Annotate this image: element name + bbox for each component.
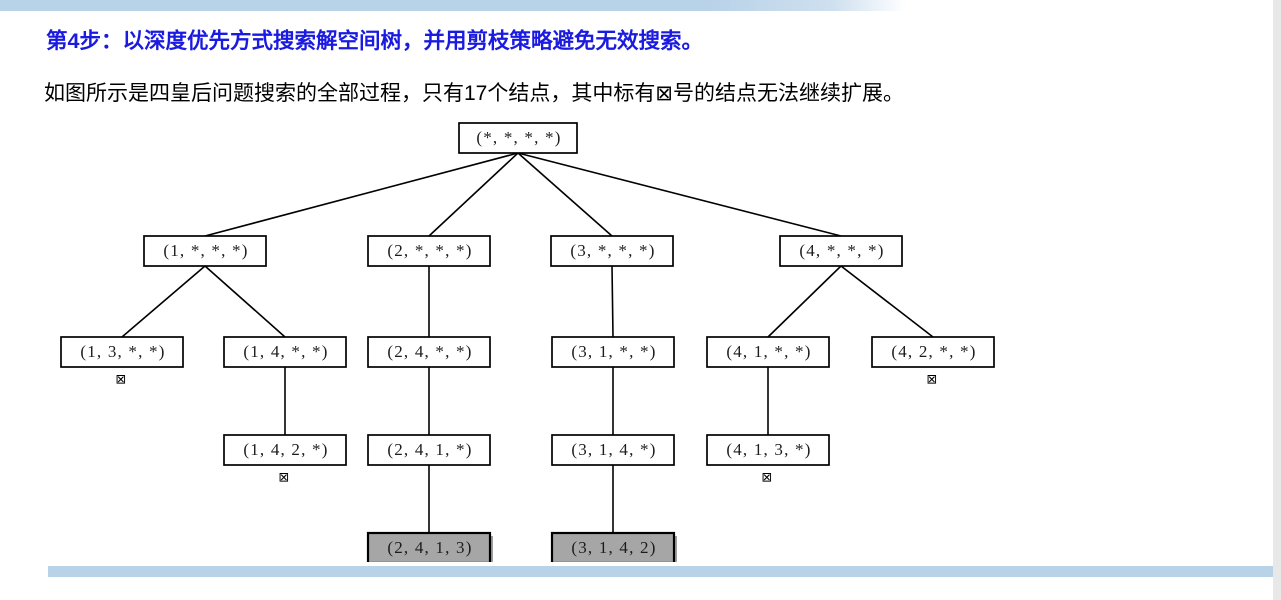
- node-label: (3, *, *, *): [570, 241, 655, 260]
- node-box: [223, 336, 347, 368]
- node-box: [706, 434, 830, 466]
- tree-edges-layer: [121, 152, 934, 533]
- tree-node[interactable]: (*, *, *, *): [458, 122, 578, 154]
- pruned-node-marker-icon: ⊠: [927, 373, 938, 388]
- tree-node-solution[interactable]: (3, 1, 4, 2): [550, 531, 677, 562]
- node-box: [367, 336, 491, 368]
- tree-edge: [121, 265, 206, 338]
- node-label: (3, 1, 4, *): [571, 440, 656, 459]
- tree-diagram-svg: (*, *, *, *) (1, *, *, *) (2, *, *, *) (3, …: [60, 122, 995, 562]
- tree-node[interactable]: (3, 1, *, *): [551, 336, 675, 368]
- window-right-edge-strip: [1273, 0, 1281, 600]
- node-box: [550, 531, 676, 562]
- tree-edge: [840, 265, 934, 338]
- node-box: [143, 235, 267, 267]
- tree-edge: [204, 265, 286, 338]
- tree-node[interactable]: (1, *, *, *): [143, 235, 267, 267]
- slide-top-accent-bar: [0, 0, 906, 11]
- node-box: [367, 235, 491, 267]
- node-label: (1, 4, *, *): [243, 342, 328, 361]
- node-label: (4, *, *, *): [799, 241, 884, 260]
- tree-edge: [517, 152, 842, 237]
- tree-node[interactable]: (2, *, *, *): [367, 235, 491, 267]
- node-label: (3, 1, 4, 2): [571, 538, 656, 557]
- tree-node[interactable]: (2, 4, 1, *): [367, 434, 491, 466]
- tree-node[interactable]: (3, 1, 4, *): [551, 434, 675, 466]
- slide-bottom-accent-bar: [48, 566, 1281, 577]
- node-box: [871, 336, 995, 368]
- node-label: (2, 4, 1, *): [387, 440, 472, 459]
- tree-edge: [517, 152, 613, 237]
- tree-node-pruned[interactable]: (1, 3, *, *) ⊠: [60, 336, 184, 388]
- state-space-tree-figure: (*, *, *, *) (1, *, *, *) (2, *, *, *) (3, …: [0, 112, 1281, 562]
- tree-node[interactable]: (4, 1, *, *): [706, 336, 830, 368]
- tree-node-pruned[interactable]: (1, 4, 2, *) ⊠: [223, 434, 347, 486]
- tree-nodes-layer: (*, *, *, *) (1, *, *, *) (2, *, *, *) (3, …: [60, 122, 995, 562]
- page-title: 第4步：以深度优先方式搜索解空间树，并用剪枝策略避免无效搜索。: [46, 29, 703, 53]
- pruned-node-marker-icon: ⊠: [279, 471, 290, 486]
- node-label: (2, *, *, *): [387, 241, 472, 260]
- pruned-node-marker-icon: ⊠: [116, 373, 127, 388]
- tree-edge: [204, 152, 519, 237]
- tree-node-pruned[interactable]: (4, 2, *, *) ⊠: [871, 336, 995, 388]
- tree-node[interactable]: (1, 4, *, *): [223, 336, 347, 368]
- tree-edge: [611, 265, 614, 338]
- tree-node[interactable]: (4, *, *, *): [779, 235, 903, 267]
- node-label: (1, 3, *, *): [80, 342, 165, 361]
- node-label: (1, 4, 2, *): [243, 440, 328, 459]
- node-box: [367, 434, 491, 466]
- node-label: (*, *, *, *): [476, 128, 561, 147]
- node-box: [60, 336, 184, 368]
- node-box: [458, 122, 578, 154]
- tree-node[interactable]: (2, 4, *, *): [367, 336, 491, 368]
- node-box: [779, 235, 903, 267]
- node-box: [551, 336, 675, 368]
- node-box: [366, 531, 492, 562]
- slide-description-text: 如图所示是四皇后问题搜索的全部过程，只有17个结点，其中标有⊠号的结点无法继续扩…: [44, 82, 904, 105]
- node-label: (4, 2, *, *): [891, 342, 976, 361]
- tree-edge: [767, 265, 842, 338]
- node-label: (3, 1, *, *): [571, 342, 656, 361]
- node-label: (2, 4, *, *): [387, 342, 472, 361]
- tree-node[interactable]: (3, *, *, *): [550, 235, 674, 267]
- node-label: (1, *, *, *): [163, 241, 248, 260]
- tree-node-solution[interactable]: (2, 4, 1, 3): [366, 531, 493, 562]
- pruned-node-marker-icon: ⊠: [762, 471, 773, 486]
- node-label: (4, 1, *, *): [726, 342, 811, 361]
- node-box: [706, 336, 830, 368]
- node-box: [551, 434, 675, 466]
- tree-node-pruned[interactable]: (4, 1, 3, *) ⊠: [706, 434, 830, 486]
- node-box: [550, 235, 674, 267]
- node-box: [223, 434, 347, 466]
- node-label: (2, 4, 1, 3): [387, 538, 472, 557]
- tree-edge: [428, 152, 519, 237]
- node-label: (4, 1, 3, *): [726, 440, 811, 459]
